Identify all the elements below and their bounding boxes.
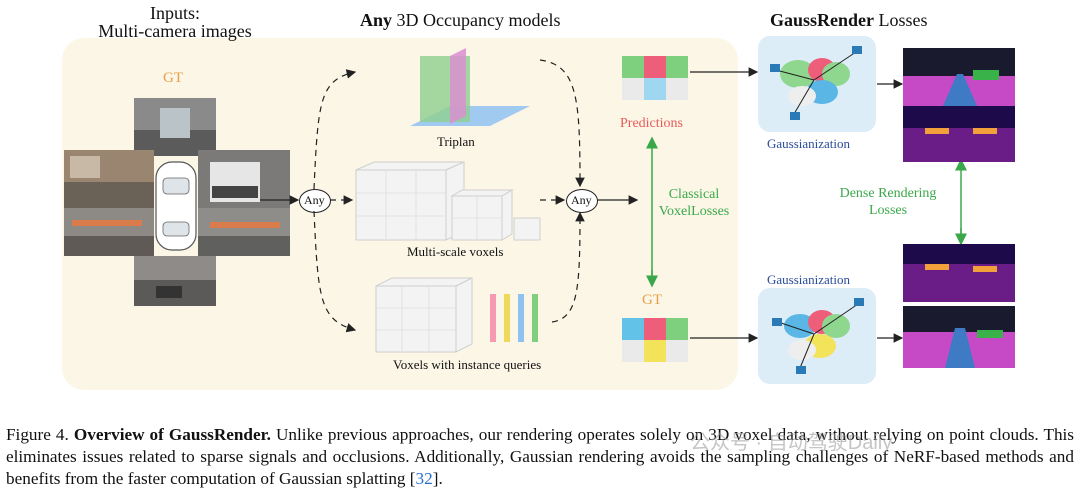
gaussians-top <box>770 46 862 120</box>
triplan-diagram <box>410 48 530 126</box>
instance-voxels <box>375 277 538 353</box>
models-title: Any 3D Occupancy models <box>360 10 561 30</box>
camera-icon <box>854 298 864 306</box>
arrow-instance-to-any <box>551 211 585 323</box>
rendered-predictions <box>903 48 1015 162</box>
arrow-any-to-triplan <box>313 69 357 190</box>
any-label-right: Any <box>571 193 592 207</box>
figure-caption: Figure 4. Overview of GaussRender. Unlik… <box>6 425 1074 488</box>
instance-query-yellow <box>504 294 510 342</box>
gt-left-label: GT <box>163 70 183 86</box>
triplan-label: Triplan <box>437 134 475 149</box>
multiscale-label: Multi-scale voxels <box>407 244 504 259</box>
rendered-gt <box>903 244 1015 368</box>
multiscale-voxels <box>355 161 541 241</box>
camera-icon <box>790 112 800 120</box>
arrow-triplan-to-any <box>539 59 585 188</box>
multi-camera-images <box>64 98 290 306</box>
camera-icon <box>770 64 780 72</box>
any-node-right <box>566 189 598 213</box>
gaussians-bottom <box>772 298 864 374</box>
losses-title: GaussRender Losses <box>770 10 928 30</box>
gaussianization-bottom-label: Gaussianization <box>767 272 851 287</box>
any-node-left <box>299 189 331 213</box>
instance-label: Voxels with instance queries <box>393 357 542 372</box>
watermark: 公众号 · 自动驾驶Daily <box>690 432 893 454</box>
camera-icon <box>852 46 862 54</box>
instance-query-blue <box>518 294 524 342</box>
gt-mid-label: GT <box>642 292 662 308</box>
gt-cube <box>622 318 688 362</box>
instance-query-green <box>532 294 538 342</box>
prediction-cube <box>622 56 688 100</box>
camera-icon <box>772 318 782 326</box>
any-label-left: Any <box>304 193 325 207</box>
instance-query-pink <box>490 294 496 342</box>
gaussianization-top-label: Gaussianization <box>767 136 851 151</box>
citation-link[interactable]: 32 <box>415 469 433 488</box>
predictions-label: Predictions <box>620 116 683 131</box>
inputs-title: Inputs:Multi-camera images <box>98 3 252 41</box>
connectors <box>260 59 967 343</box>
camera-icon <box>796 366 806 374</box>
arrow-any-to-instance <box>313 210 357 333</box>
